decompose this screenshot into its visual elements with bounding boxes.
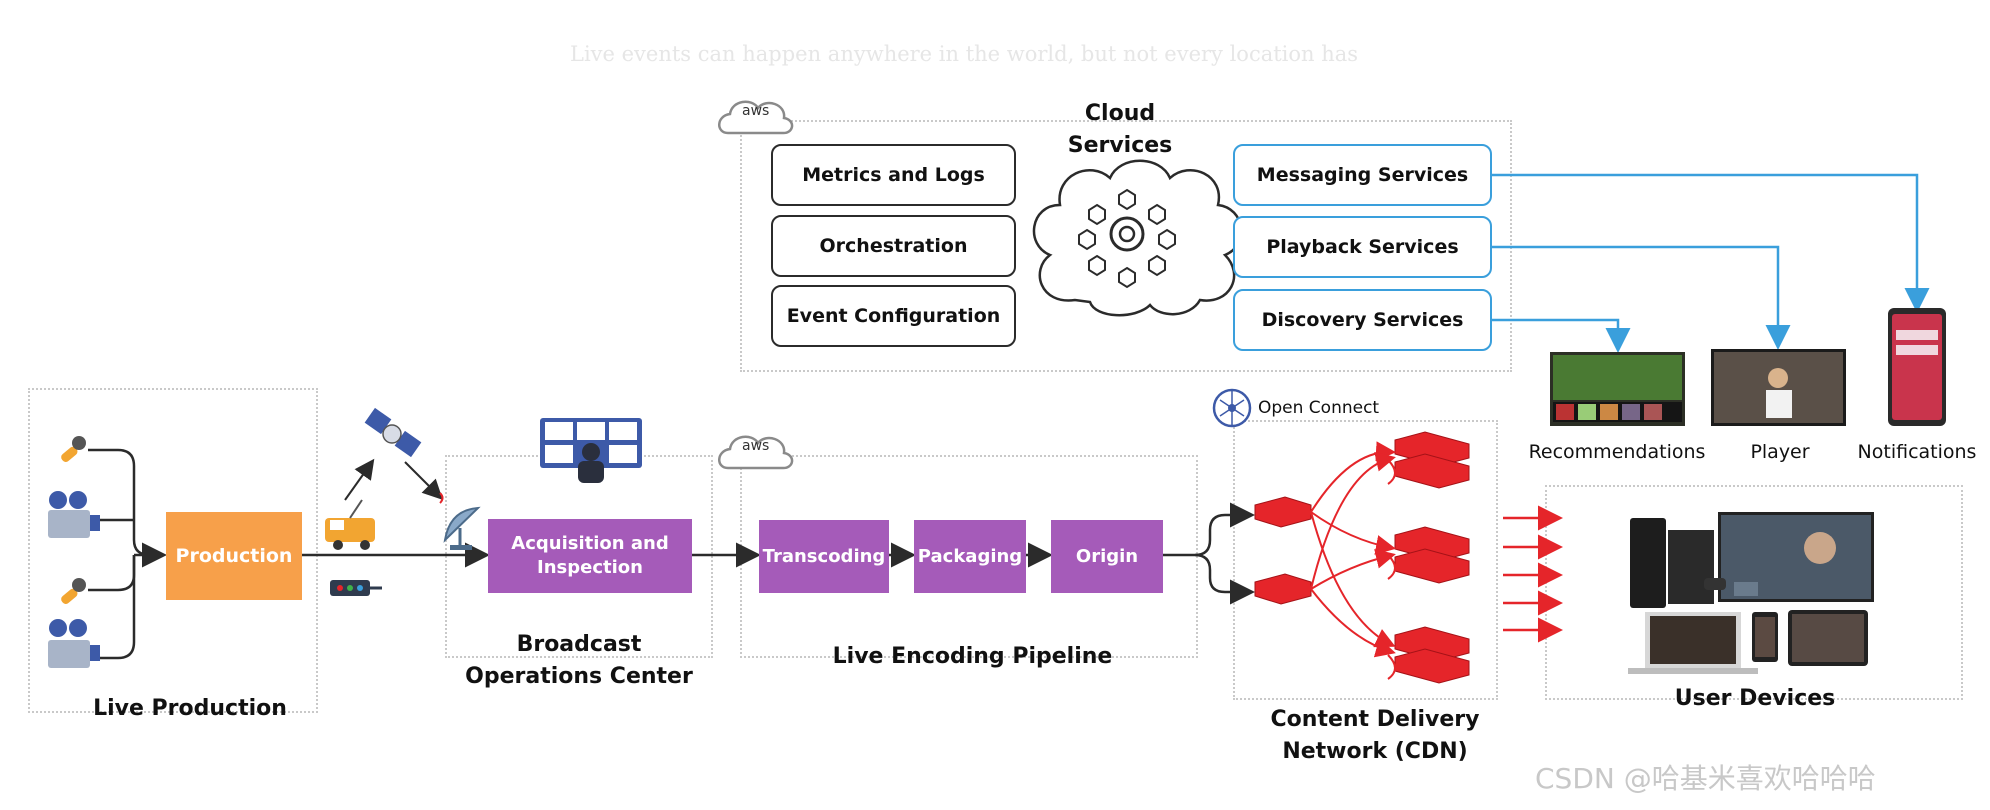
- satellite-dish-icon: [439, 492, 481, 550]
- operator-monitors-icon: [540, 418, 642, 483]
- cdn-line-2: Network (CDN): [1282, 739, 1468, 764]
- cloud-services-icon: [1032, 159, 1243, 317]
- camera-icon-bottom: [48, 619, 100, 668]
- production-box: Production: [166, 512, 302, 600]
- user-devices-title: User Devices: [1674, 686, 1836, 711]
- cdn-server-edge-1: [1254, 496, 1312, 528]
- cdn-server-stack-bottom: [1394, 626, 1470, 684]
- cloud-services-title: Cloud Services: [1067, 101, 1173, 158]
- cdn-server-stack-top: [1394, 431, 1470, 489]
- cdn-servers: [1254, 431, 1470, 684]
- origin-box: Origin: [1051, 520, 1163, 593]
- transcoding-box: Transcoding: [759, 520, 889, 593]
- packaging-box: Packaging: [914, 520, 1026, 593]
- aws-badge-top: aws: [742, 103, 770, 119]
- acquisition-inspection-box: Acquisition and Inspection: [488, 519, 692, 593]
- camera-icon-top: [48, 491, 100, 538]
- open-connect-label: Open Connect: [1258, 398, 1380, 418]
- recommendations-label: Recommendations: [1528, 441, 1706, 463]
- playback-services-box: Playback Services: [1233, 216, 1492, 278]
- cdn-line-1: Content Delivery: [1270, 707, 1480, 732]
- notifications-label: Notifications: [1857, 441, 1977, 463]
- aws-cloud-icon-pipeline: [718, 435, 794, 470]
- faded-caption: Live events can happen anywhere in the w…: [570, 42, 1359, 66]
- event-configuration-box: Event Configuration: [771, 285, 1016, 347]
- recommendations-screen-icon: [1550, 352, 1685, 426]
- broadcast-line-2: Operations Center: [465, 664, 693, 689]
- cdn-title: Content Delivery Network (CDN): [1230, 704, 1520, 768]
- user-devices-illustration: [1628, 512, 1874, 674]
- live-production-frame: [28, 388, 318, 713]
- phone-notifications-icon: [1888, 308, 1946, 426]
- microphone-icon-top: [61, 436, 86, 462]
- satellite-icon: [364, 407, 422, 458]
- open-connect-icon: [1212, 388, 1252, 428]
- fiber-connector-icon: [330, 580, 382, 596]
- discovery-services-box: Discovery Services: [1233, 289, 1492, 351]
- aws-cloud-icon-top: [718, 100, 794, 135]
- messaging-services-box: Messaging Services: [1233, 144, 1492, 206]
- broadcast-line-1: Broadcast: [516, 632, 642, 657]
- tv-van-icon: [325, 499, 375, 550]
- csdn-watermark: CSDN @哈基米喜欢哈哈哈: [1535, 762, 1876, 795]
- live-encoding-pipeline-title: Live Encoding Pipeline: [832, 644, 1113, 669]
- aws-badge-pipeline: aws: [742, 438, 770, 454]
- metrics-and-logs-box: Metrics and Logs: [771, 144, 1016, 206]
- cdn-server-edge-2: [1254, 573, 1312, 605]
- acquisition-line-2: Inspection: [537, 557, 643, 578]
- orchestration-box: Orchestration: [771, 215, 1016, 277]
- player-label: Player: [1750, 441, 1810, 463]
- microphone-icon-bottom: [61, 578, 86, 604]
- player-screen-icon: [1711, 349, 1846, 426]
- live-production-title: Live Production: [93, 696, 287, 721]
- cdn-server-stack-mid: [1394, 526, 1470, 584]
- acquisition-line-1: Acquisition and: [511, 533, 669, 554]
- broadcast-operations-title: Broadcast Operations Center: [440, 629, 718, 693]
- cdn-frame: [1233, 420, 1498, 700]
